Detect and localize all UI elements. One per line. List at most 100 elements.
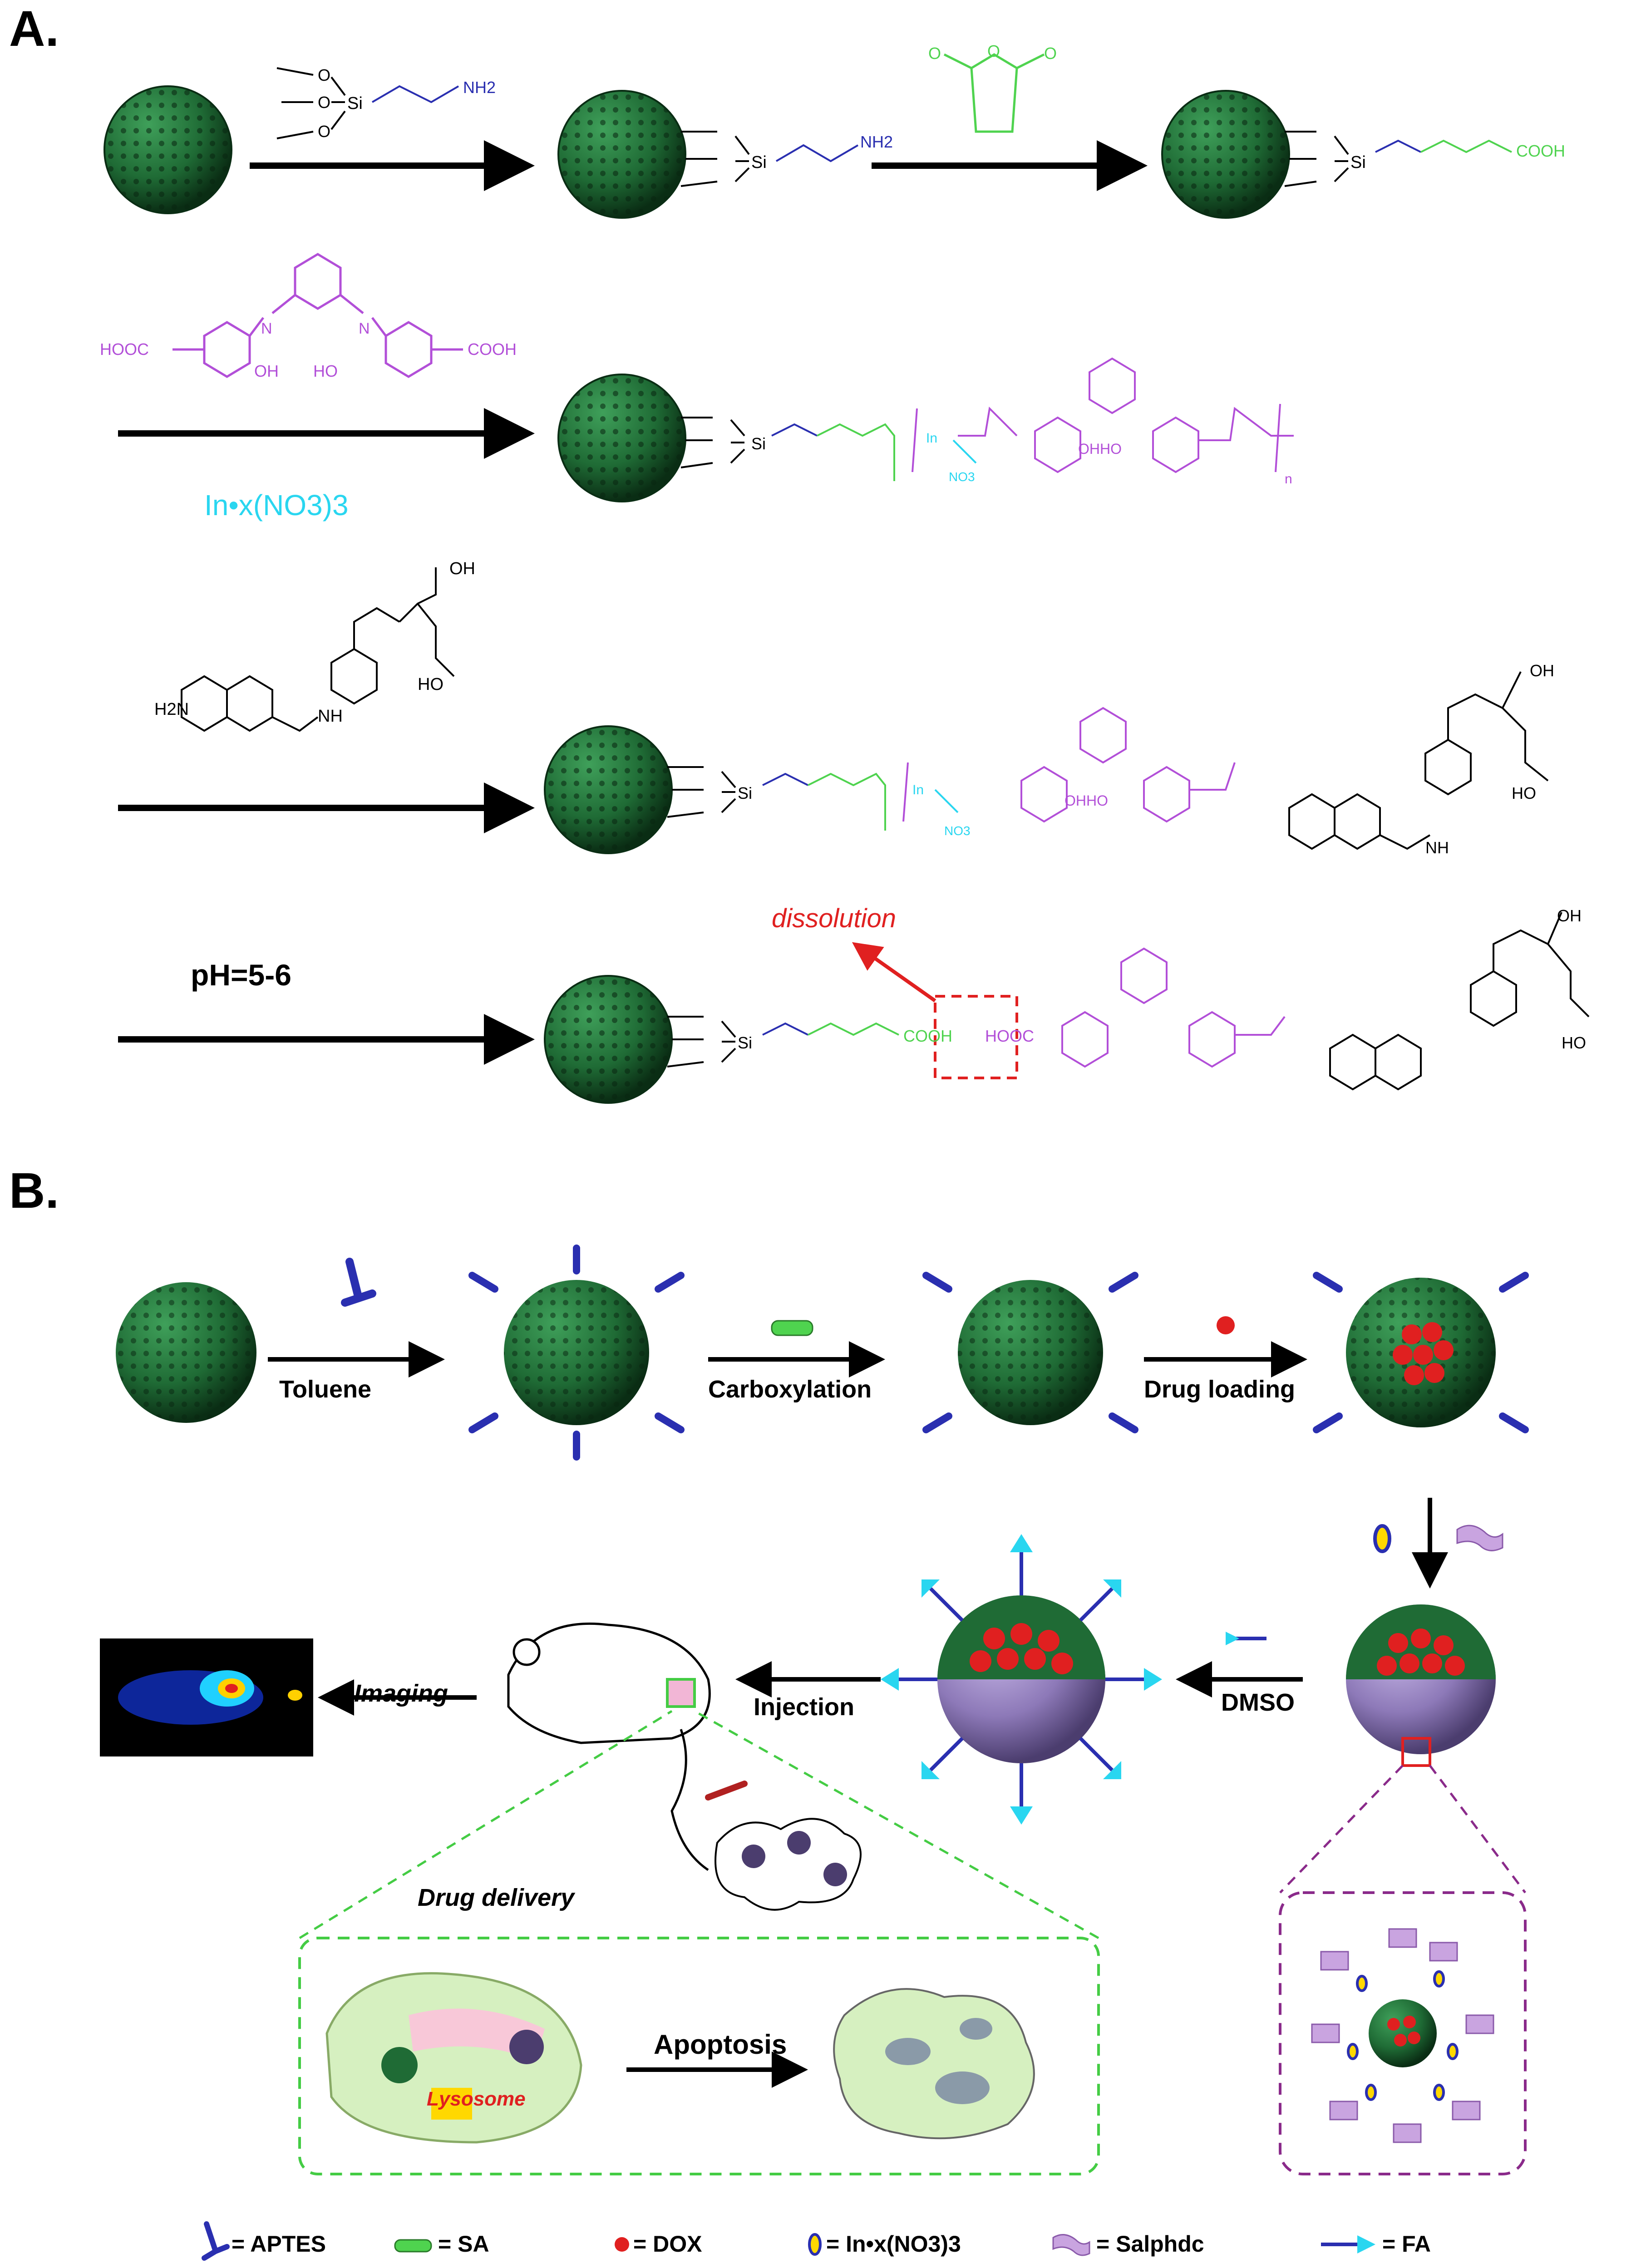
folic-acid-reagent [181,567,455,732]
zoom-line [299,1710,673,1939]
msn-loaded-b [1346,1278,1496,1427]
no3-label: NO3 [949,470,975,484]
in-salphdc-chain [680,357,1294,481]
aptes-icon [202,2221,230,2261]
no3-label: NO3 [944,824,971,838]
coated-particle [1346,1604,1496,1754]
msn-sphere-fa [544,725,673,854]
legend-salphdc: = Salphdc [1096,2231,1204,2257]
fa-arrowhead-icon [1226,1632,1239,1645]
zoom-line [694,1710,1099,1939]
hooc-label: HOOC [985,1027,1034,1045]
msn-bare-b [116,1282,256,1423]
drug-loading-label: Drug loading [1144,1376,1295,1403]
aptes-decoration [468,1245,1529,1461]
msn-sphere-in-salphdc [557,374,686,502]
o-label: O [928,44,941,63]
nh-label: NH [318,707,343,726]
si-label: Si [1350,153,1366,172]
legend-aptes: = APTES [232,2231,326,2257]
hooc-label: HOOC [100,340,149,359]
panel-a-label: A. [9,1,59,57]
sa-icon [394,2239,432,2253]
msn-aptes-b [504,1280,649,1425]
msn-sphere [103,85,232,214]
dissolution-label: dissolution [772,904,897,933]
oh-label: OHHO [1064,792,1108,809]
dox-icon [615,2237,629,2252]
zoom-line [1429,1765,1526,1894]
salphdc-icon [1052,2234,1090,2256]
oh-label: OH [1530,661,1554,680]
n-sub-label: n [1285,472,1292,487]
si-label: Si [738,1033,752,1052]
in-label: In [926,431,937,446]
condition-label: pH=5-6 [191,958,291,992]
dox-icon [1217,1316,1235,1334]
cooh-label: COOH [468,340,517,359]
ho-label: HO [418,675,444,694]
oh-label: OH [449,559,475,578]
fa-conjugate-chain [667,671,1549,850]
drug-delivery-box [298,1937,1100,2175]
in-label: In [912,782,924,797]
si-label: Si [751,153,767,172]
si-label: Si [738,784,752,802]
coating-detail [1311,1928,1494,2143]
indium-salt-label: In•x(NO3)3 [204,489,349,521]
n-label: N [359,320,370,337]
h2n-label: H2N [154,700,189,719]
dissolution-chain [667,912,1590,1091]
msn-sphere-dissolved [544,975,673,1104]
salphdc-icon [1456,1525,1503,1551]
succinic-anhydride-icon [943,53,1045,133]
lysosome-label: Lysosome [427,2088,526,2110]
sa-icon [771,1320,813,1336]
dissolution-arrow [852,942,936,1003]
fa-arrowhead-icon [1357,2235,1375,2253]
oh-label: OH [1557,906,1582,925]
apoptotic-cell [833,1988,1035,2140]
panel-b-label: B. [9,1163,59,1219]
o-label: O [318,93,330,112]
coating-zoom-source [1401,1737,1431,1767]
carboxyl-linker [1284,131,1512,187]
msn-carboxyl-b [958,1280,1103,1425]
nh2-label: NH2 [860,133,893,151]
imaging-label: Imaging [354,1680,448,1707]
toluene-label: Toluene [279,1376,372,1403]
si-label: Si [751,434,766,453]
apoptosis-label: Apoptosis [654,2029,787,2060]
fa-particle [881,1534,1162,1825]
dmso-label: DMSO [1221,1689,1295,1716]
ho-label: HO [313,362,338,380]
ho-label: HO [1512,784,1536,802]
legend-sa: = SA [438,2231,489,2257]
si-label: Si [347,94,363,113]
in-icon [1373,1524,1391,1553]
n-label: N [261,320,272,337]
nh-label: NH [1425,838,1449,857]
legend-in: = In•x(NO3)3 [826,2231,961,2257]
cell-illustration [325,1972,582,2144]
cooh-label: COOH [903,1027,952,1045]
injection-label: Injection [754,1693,855,1721]
oh-label: OH [254,362,279,380]
drug-delivery-label: Drug delivery [418,1884,575,1911]
aptes-linker [680,131,859,187]
tumor-cluster [705,1781,862,1911]
oh-label: OHHO [1078,441,1122,457]
salphdc-reagent [172,253,463,378]
msn-sphere-aptes [557,90,686,219]
cooh-label: COOH [1516,142,1565,160]
imaging-result [100,1638,313,1756]
msn-sphere-carboxyl [1161,90,1290,219]
aptes-reagent [276,67,459,139]
o-label: O [987,42,1000,60]
carboxylation-label: Carboxylation [708,1376,872,1403]
o-label: O [318,122,330,141]
o-label: O [318,66,330,84]
ho-label: HO [1562,1033,1586,1052]
mouse-illustration [507,1622,711,1871]
